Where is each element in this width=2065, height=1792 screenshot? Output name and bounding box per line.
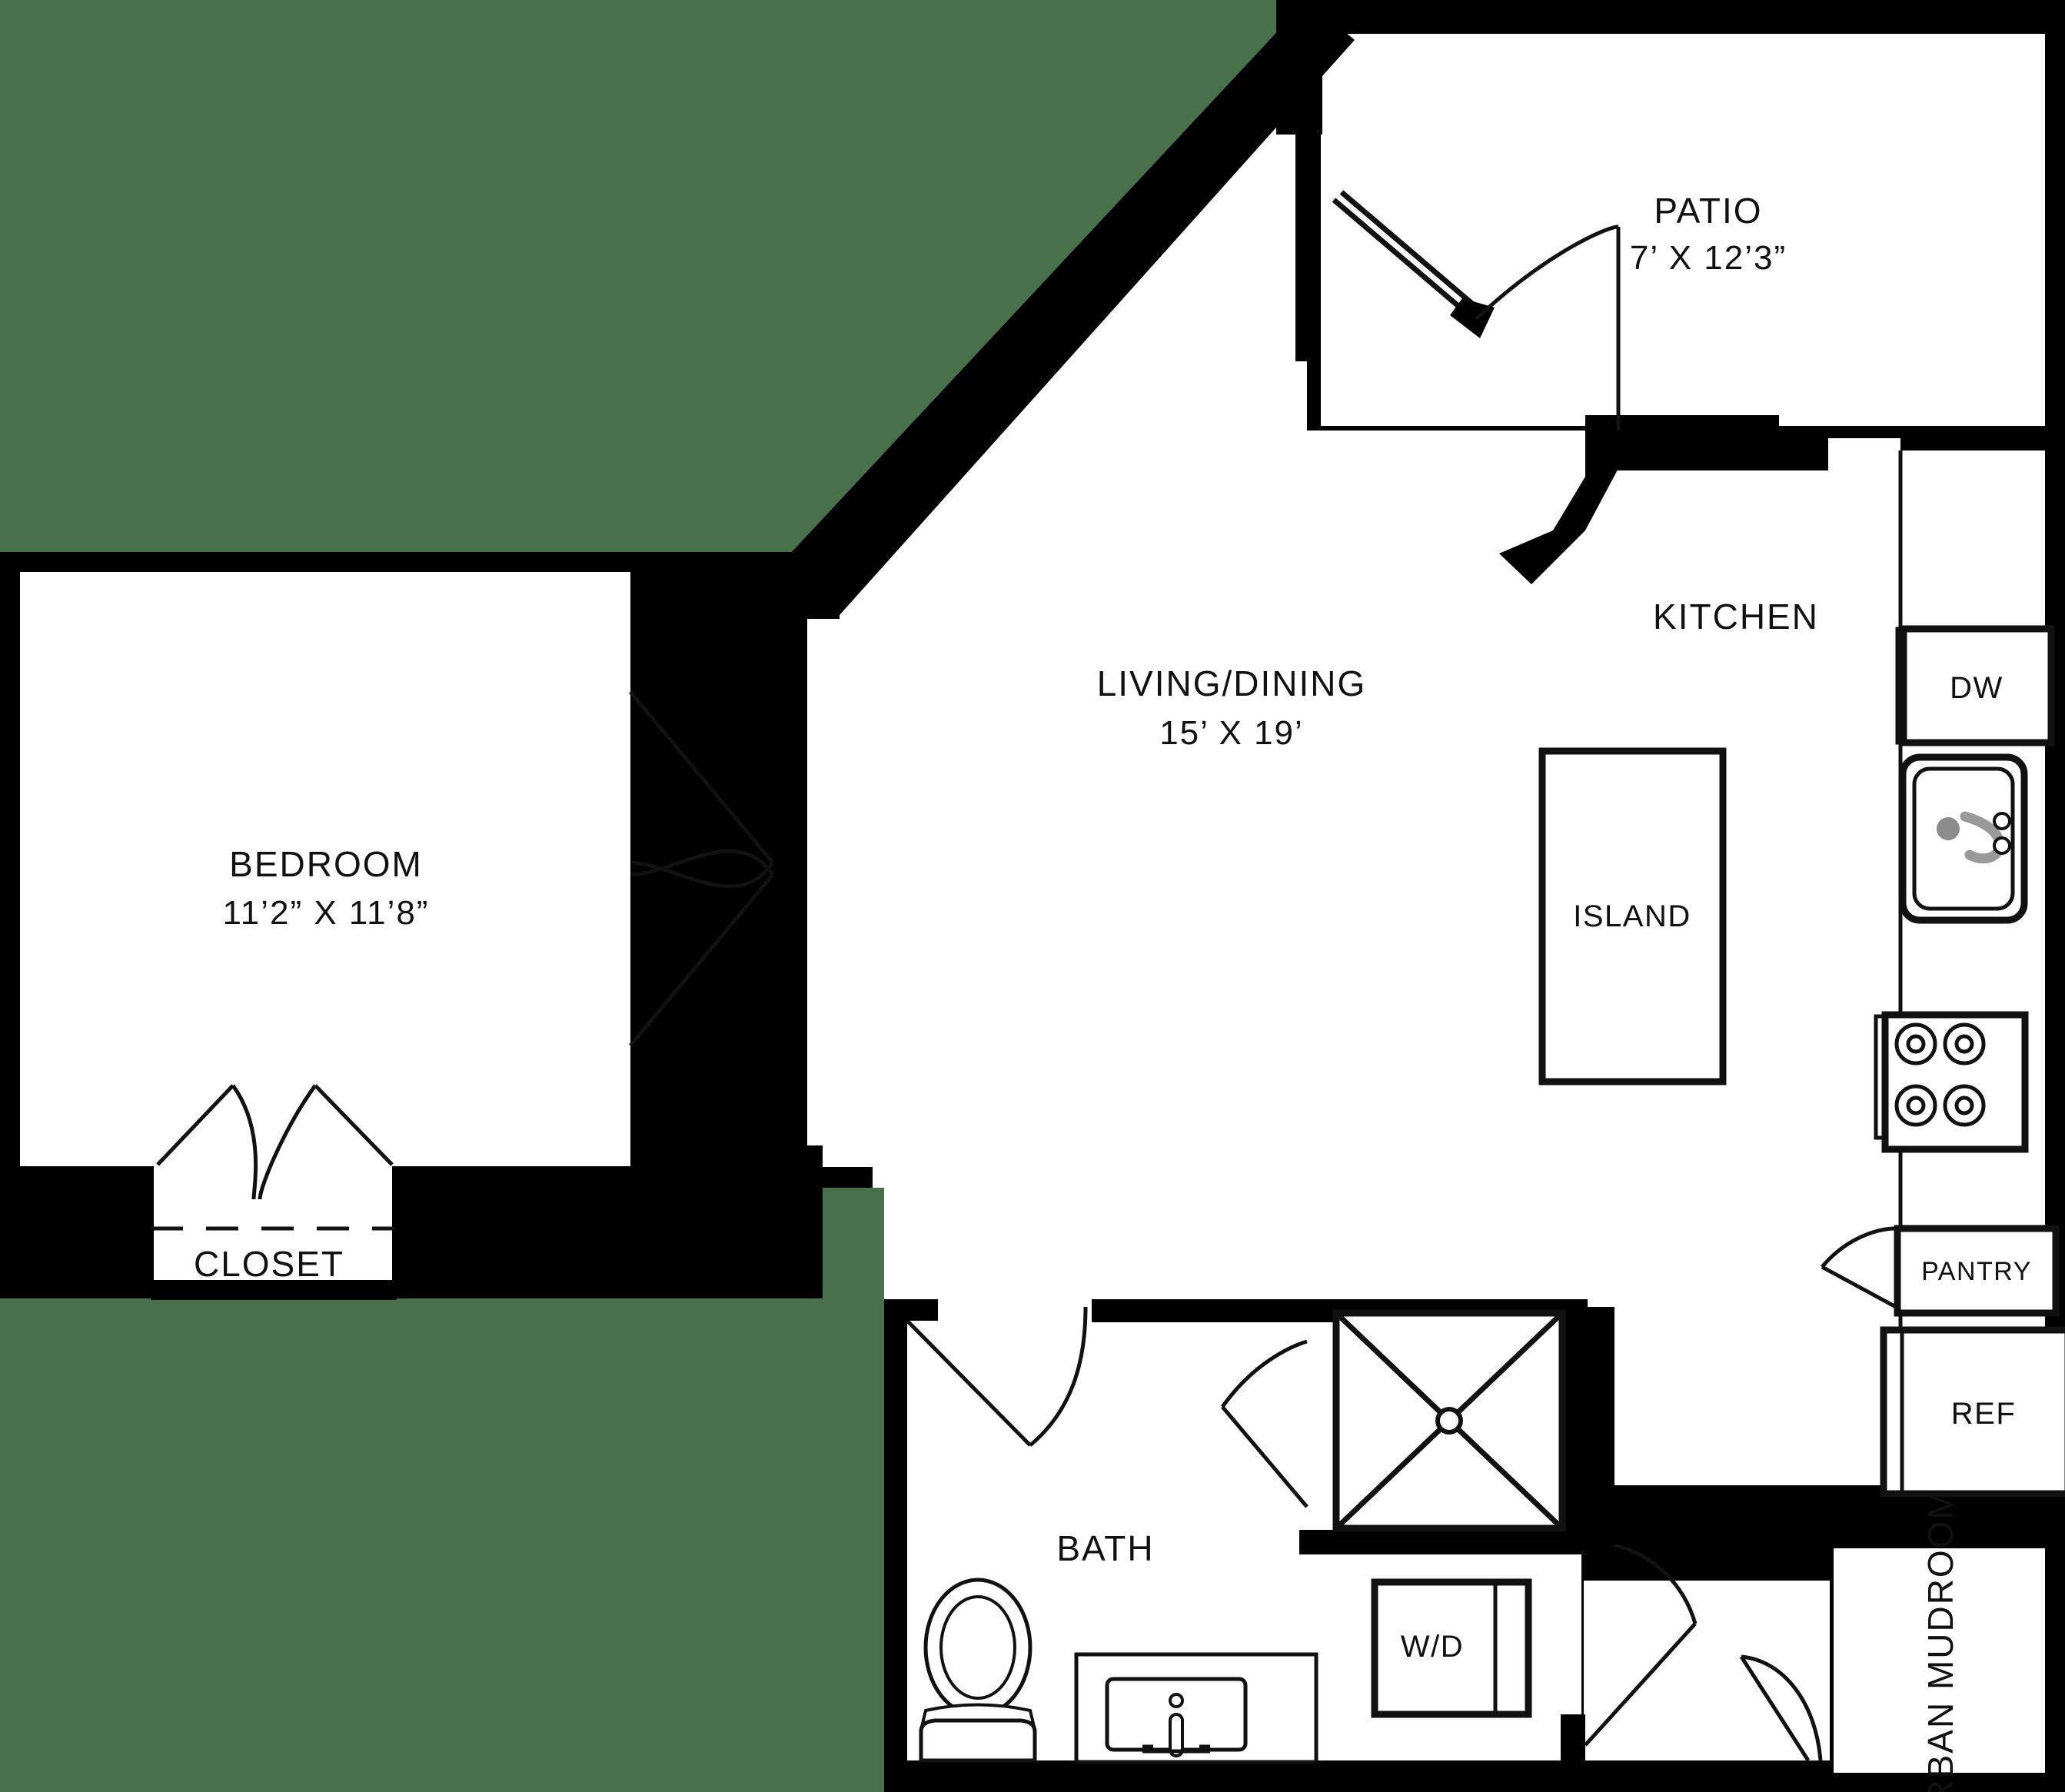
patio-wall-left-upper (1276, 0, 1322, 135)
washer-dryer-label: W/D (1401, 1630, 1464, 1664)
living-dining-floor (873, 177, 1591, 1307)
closet-doors[interactable] (151, 1084, 395, 1231)
kitchen-mudroom-post (1808, 1485, 1831, 1518)
living-dining-dimensions: 15’ X 19’ (1159, 714, 1304, 752)
bath-wall-left (884, 1299, 907, 1792)
patio-dimensions: 7’ X 12’3” (1630, 239, 1787, 277)
bedroom-wall-se (630, 1145, 823, 1189)
shower-stall (1332, 1309, 1566, 1532)
bath-fixtures: W/D (919, 1309, 1566, 1764)
bedroom-wall-left (0, 552, 20, 1188)
patio-door[interactable] (1332, 190, 1621, 431)
living-dining-label: LIVING/DINING (1097, 663, 1367, 703)
patio-label: PATIO (1654, 191, 1762, 231)
entry-wall-post (1808, 1760, 1831, 1792)
cooktop[interactable] (1874, 1011, 2029, 1153)
living-wall-stub-left (792, 573, 840, 619)
refrigerator-label: REF (1951, 1397, 2017, 1431)
entry-door[interactable] (1739, 1654, 1823, 1762)
bath-vanity (1074, 1652, 1318, 1764)
patio-wall-top-outer (1276, 0, 2065, 11)
dishwasher-label: DW (1950, 671, 2003, 705)
pantry[interactable]: PANTRY (1894, 1225, 2060, 1317)
vanity-faucet (1169, 1713, 1184, 1757)
shower-door[interactable] (1220, 1339, 1308, 1508)
room-labels: PATIO 7’ X 12’3” LIVING/DINING 15’ X 19’… (194, 191, 1960, 1792)
patio-kitchen-wall (1585, 415, 1777, 435)
kitchen-diagonal-wall (1499, 415, 1622, 584)
island[interactable]: ISLAND (1538, 747, 1727, 1086)
kitchen-fixtures: DW (1538, 450, 2065, 1498)
entry-wall-bottom (1585, 1760, 1831, 1792)
mudroom-floor (1834, 1547, 2053, 1777)
dishwasher[interactable]: DW (1895, 625, 2055, 746)
bedroom-label: BEDROOM (229, 844, 423, 884)
refrigerator[interactable]: REF (1880, 1326, 2065, 1498)
bedroom-dimensions: 11’2” X 11’8” (223, 894, 430, 932)
bedroom-doors[interactable] (629, 690, 775, 1047)
bath-wall-bottom (884, 1760, 1585, 1792)
pantry-door[interactable] (1821, 1226, 1897, 1309)
entry-jamb (1561, 1714, 1585, 1760)
patio-floor (1321, 32, 2050, 426)
pantry-label: PANTRY (1921, 1257, 2032, 1286)
closet-floor (151, 1166, 395, 1298)
kitchen-label: KITCHEN (1653, 597, 1819, 637)
living-diagonal-wall (792, 0, 1355, 615)
closet-wall-bottom (151, 1280, 397, 1300)
mudroom-wall-top (1828, 1538, 2053, 1548)
bedroom-floor (19, 570, 630, 1166)
toilet (919, 1578, 1037, 1763)
bath-door[interactable] (906, 1306, 1088, 1447)
bedroom-wall-top (0, 552, 819, 572)
washer-dryer[interactable]: W/D (1371, 1578, 1532, 1718)
closet-label: CLOSET (194, 1244, 344, 1284)
kitchen-sink (1899, 753, 2028, 924)
shower-wall-bottom (1299, 1530, 1585, 1554)
doors (151, 190, 1897, 1762)
mudroom-door[interactable] (1584, 1543, 1698, 1747)
mudroom-wall-bottom (1828, 1773, 2065, 1792)
kitchen-wall-top (1900, 431, 2065, 450)
mudroom-label: URBAN MUDROOM (1920, 1488, 1960, 1792)
entry-vestibule-floor (1584, 1581, 1830, 1777)
bedroom-wall-right-upper (630, 570, 678, 693)
patio-rail (1276, 22, 2065, 34)
island-label: ISLAND (1573, 899, 1691, 933)
patio-kitchen-post (1759, 415, 1779, 446)
bath-label: BATH (1056, 1528, 1154, 1568)
bedroom-wall-bottom-left (0, 1166, 154, 1298)
